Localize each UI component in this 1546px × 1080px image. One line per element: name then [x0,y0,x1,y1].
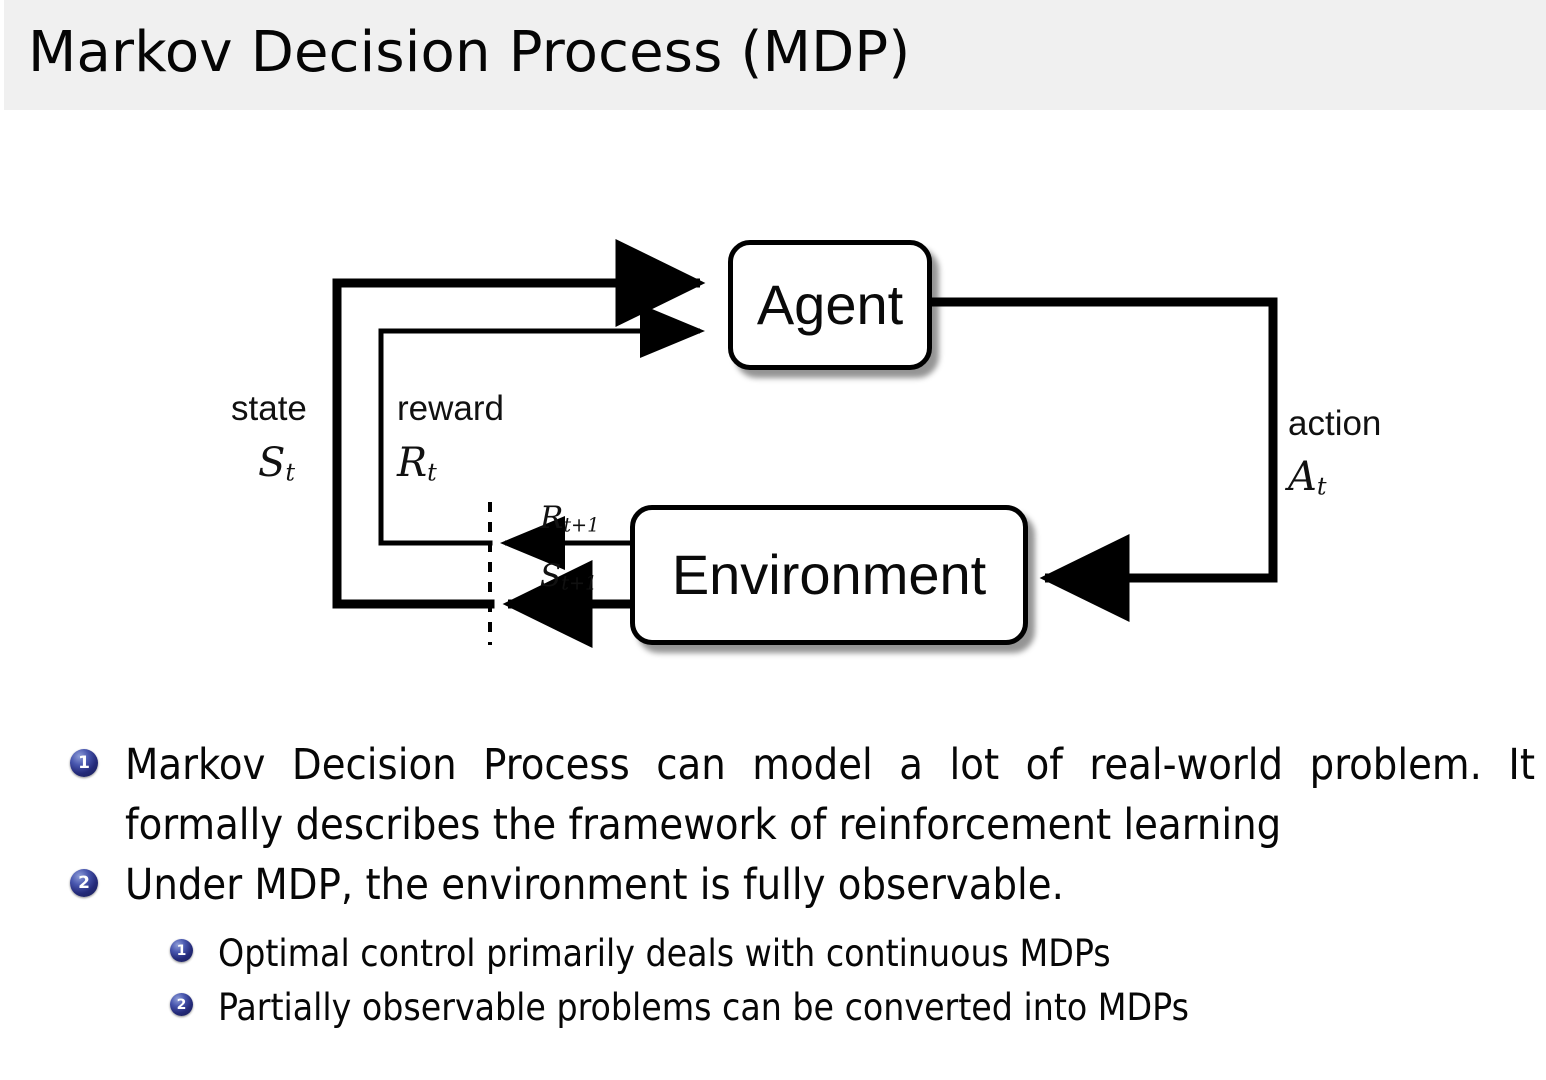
environment-node-label: Environment [671,543,987,606]
sub-list-item-text: Partially observable problems can be con… [218,986,1189,1029]
sub-list-item-text: Optimal control primarily deals with con… [218,932,1111,975]
state-label-symbol: St [258,440,296,487]
reward-label-word: reward [397,389,504,428]
next-state-label: St+1 [540,558,598,595]
agent-node: Agent [728,240,932,370]
page-title: Markov Decision Process (MDP) [28,20,911,85]
action-edge [927,297,1278,623]
environment-node: Environment [630,505,1028,645]
sub-bullet-number-icon: 2 [170,993,193,1016]
reward-label-symbol: Rt [397,440,437,487]
sub-list-item: 2 Partially observable problems can be c… [0,981,1546,1035]
list-item-text: Under MDP, the environment is fully obse… [125,860,1064,910]
list-item: 2 Under MDP, the environment is fully ob… [0,855,1546,915]
action-label-symbol: At [1288,454,1327,501]
bullet-number-icon: 2 [70,869,98,897]
state-label-word: state [231,389,307,428]
list-item-text: Markov Decision Process can model a lot … [125,740,1535,850]
bullet-number-icon: 1 [70,749,98,777]
sub-bullet-number-icon: 1 [170,939,193,962]
sub-bullet-list: 1 Optimal control primarily deals with c… [0,927,1546,1035]
mdp-agent-environment-diagram: Agent Environment state St reward Rt act… [0,110,1546,730]
slide-header-band: Markov Decision Process (MDP) [4,0,1546,110]
sub-list-item: 1 Optimal control primarily deals with c… [0,927,1546,981]
diagram-connectors [332,238,1278,649]
reward-feedback-edge [378,304,705,546]
agent-node-label: Agent [756,273,904,336]
next-reward-label: Rt+1 [540,500,600,537]
action-label-word: action [1288,404,1382,443]
state-feedback-edge [332,238,706,609]
bullet-list: 1 Markov Decision Process can model a lo… [0,735,1546,1035]
list-item: 1 Markov Decision Process can model a lo… [0,735,1546,855]
